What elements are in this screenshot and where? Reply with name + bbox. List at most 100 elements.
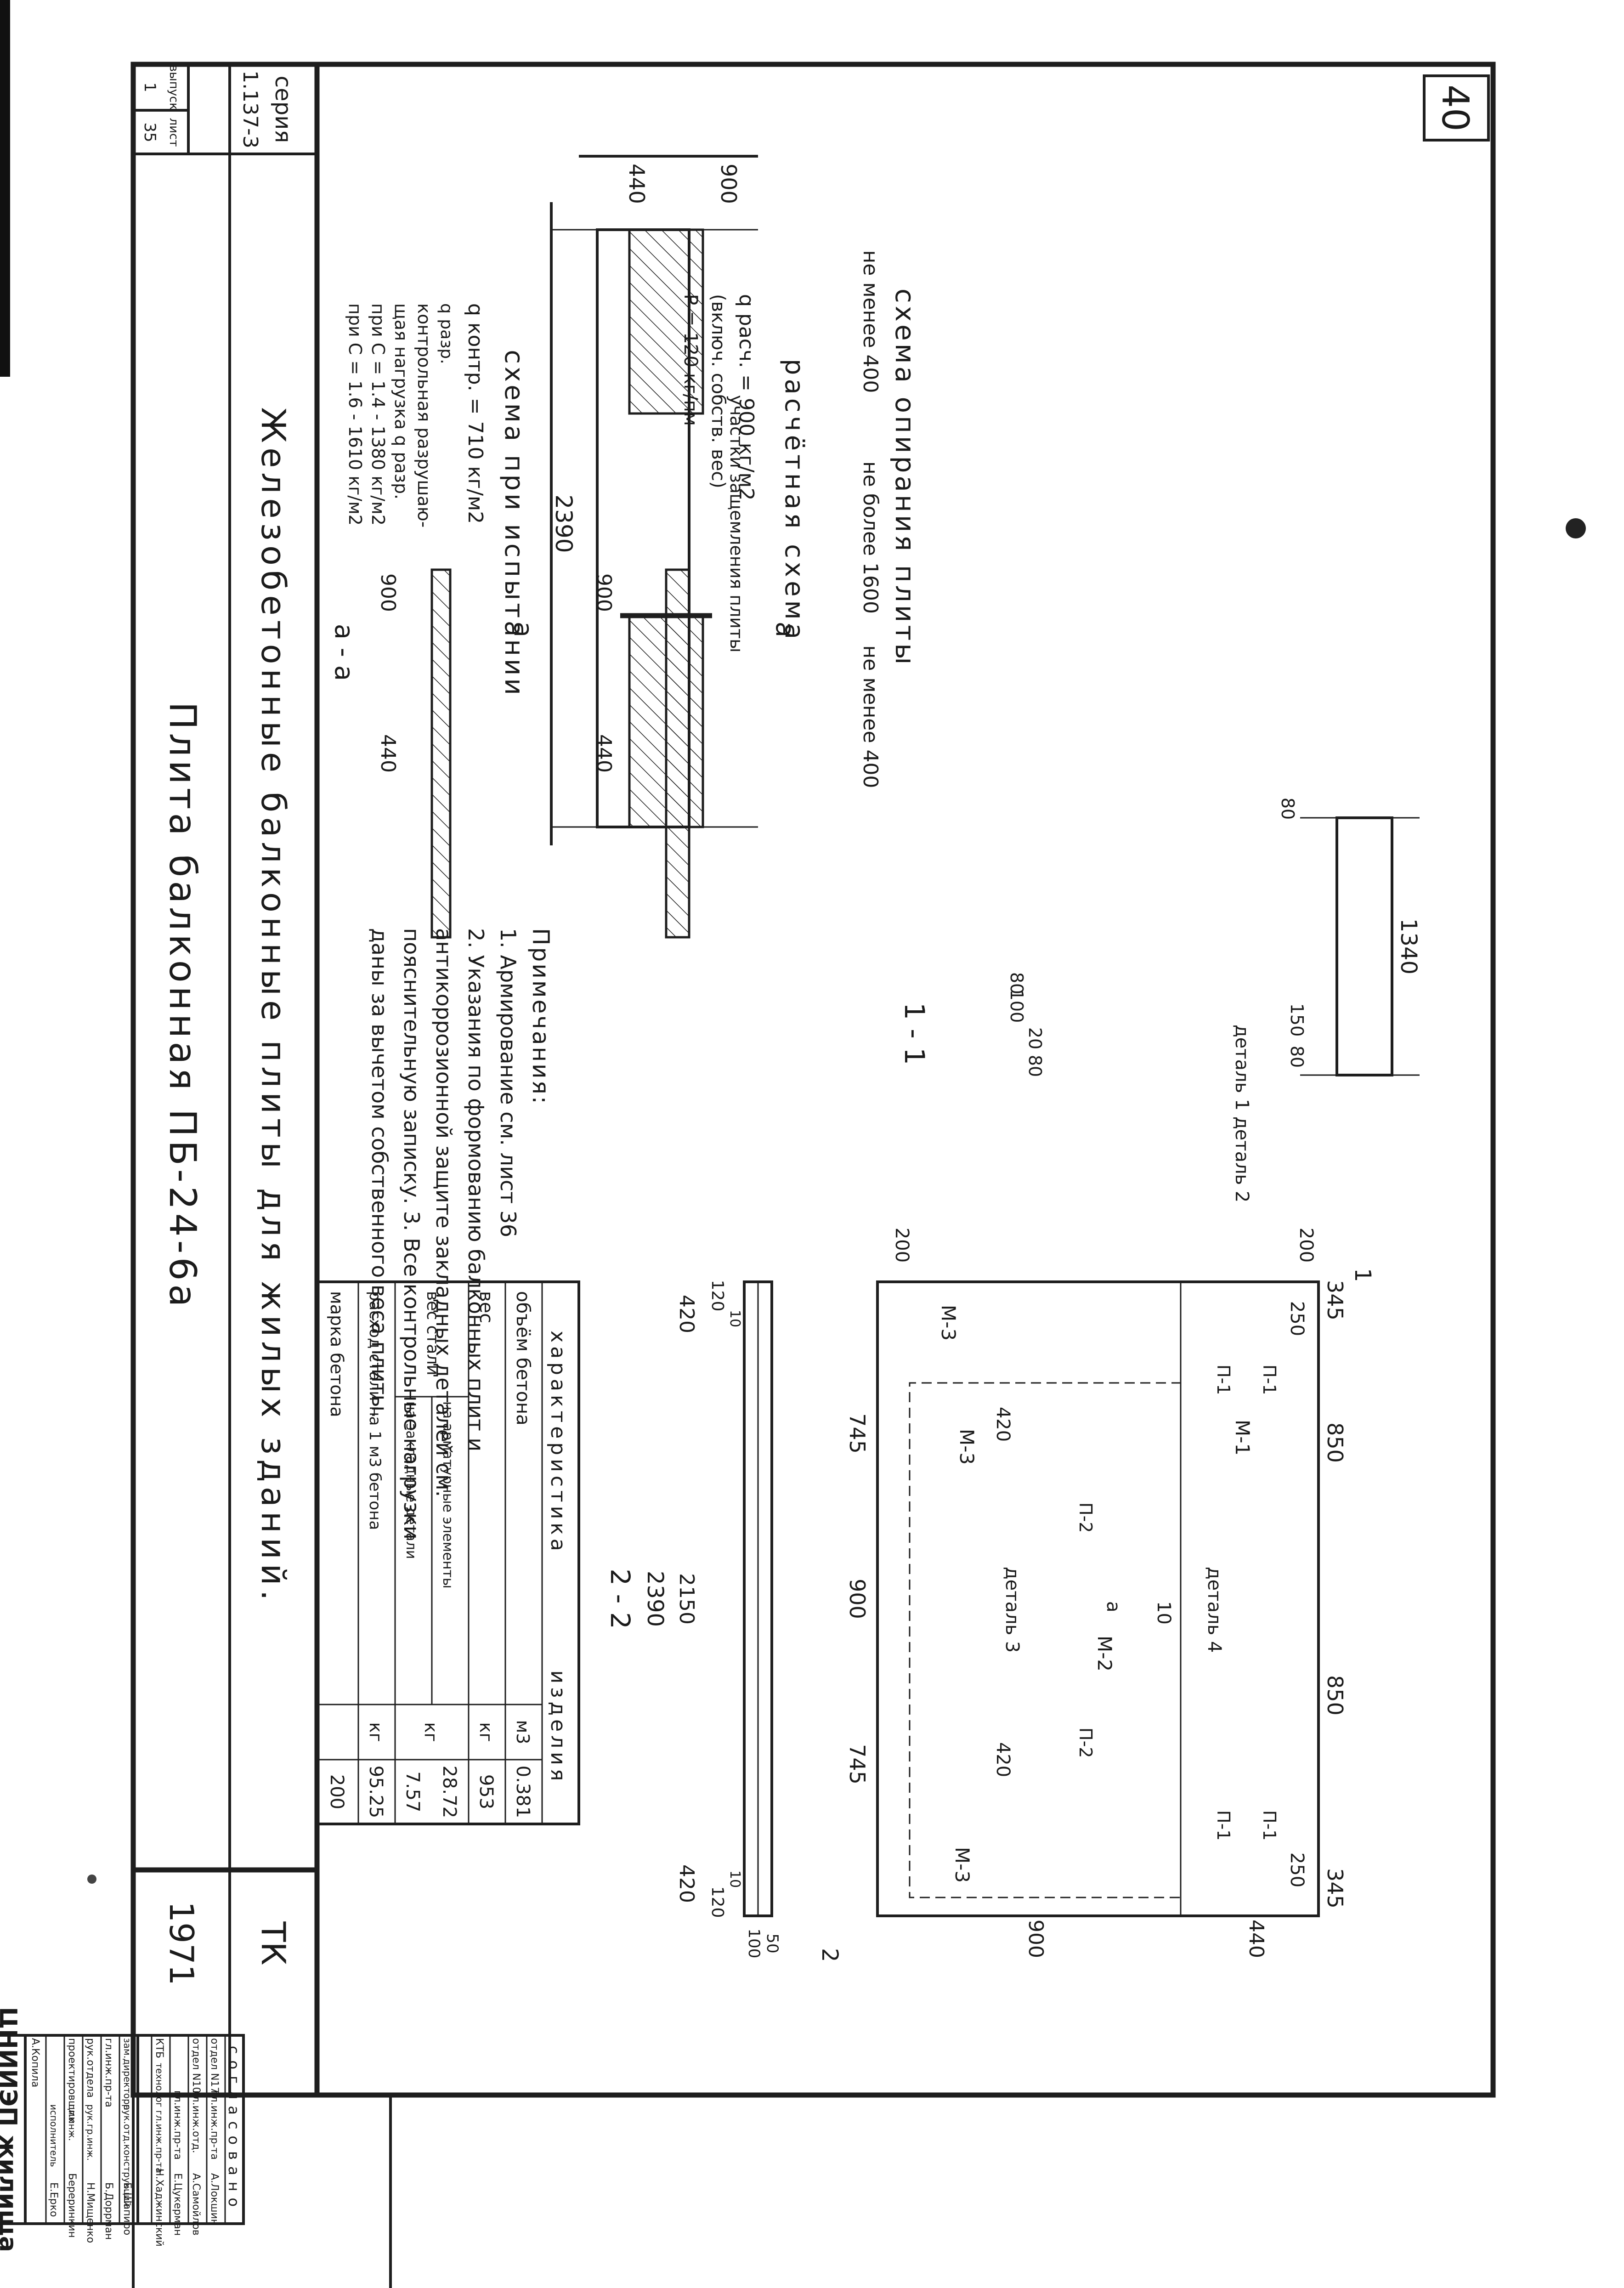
org-logo: ЦНИИЭП жилища [0,2007,22,2252]
test-scheme: схема при испытании q контр. = 710 кг/м2… [329,303,529,939]
table-row-2-value: 953 [475,1774,497,1809]
stamp-row-9-name: Е.Ерко [48,2182,59,2217]
notes: Примечания: 1. Армирование см. лист 36 2… [367,928,554,1540]
stamp-row-7-title: рук.гр.инж. [85,2104,96,2161]
section22-small-left: 10 [727,1310,743,1327]
test-dim-900: 900 [376,573,400,612]
support-mark-a2: а [508,622,538,637]
stamp-outer [132,2094,392,2288]
plan-sec2: 2 [817,1948,843,1962]
title-block: серия 1.137-3 выпуск 1 лист 35 Железобет… [133,64,320,2095]
section22-small-right: 10 [727,1870,743,1888]
plan-p1b: П-1 [1213,1365,1234,1395]
section11-dim-bottom-3: 20 [1025,1027,1045,1049]
plan-dim-top-2: 850 [1323,1422,1347,1463]
plan-dim-inner-2: 420 [992,1742,1013,1777]
section11-dim-bottom-4: 80 [1025,1055,1045,1077]
section11-slab [1335,816,1393,1076]
table-row-3-unit: кг [421,1722,441,1742]
table-row-5-name: расход стали на 1 м3 бетона [366,1291,384,1530]
title-sub: Плита балконная ПБ-24-6а [161,702,204,1311]
drawing-year: 1971 [162,1901,201,1985]
table-row: расход стали на 1 м3 бетона кг 95.25 [357,1282,386,1824]
stamp-row-7-role: рук.отдела [85,2038,96,2098]
outer-frame [130,62,1496,2098]
stamp-row: гл.инж.пр-та Е.Цукерман [169,2035,183,2236]
issue-value: 1 [141,82,159,92]
stamp-row-5-title: рук.отд.конструкций [122,2104,133,2207]
support-clamp-label: участки защемления плиты [726,395,747,652]
stamp-row: проектировщик гл.инж. Береринкин [63,2035,78,2238]
table-row-5-unit: кг [366,1722,386,1742]
issue-label: выпуск [167,65,181,110]
table-header-name: характеристика [546,1331,570,1555]
plan-outline [876,1280,1320,1917]
approval-stamp-block: согласовано отдел N17 гл.инж.пр-та А.Лок… [0,2007,245,2252]
plan-dim-top-3: 850 [1323,1675,1347,1716]
stamp-heading: согласовано [225,2046,243,2213]
plan-detail3: деталь 3 [1002,1567,1023,1653]
test-section: а - а [329,624,359,681]
support-note-right: не менее 400 [859,250,882,393]
plan-dim-left-bottom: 200 [891,1228,912,1263]
scan-edge-left [0,0,10,377]
plan-dim-left-top: 200 [1296,1228,1317,1263]
plan-dim-top-4: 345 [1323,1868,1347,1909]
sheet-label: лист [167,118,181,147]
stamp-row-9-title: исполнитель [48,2104,59,2167]
table-row-4-value: 7.57 [402,1771,423,1812]
stamp-row-8-title: гл.инж. [67,2104,78,2141]
stamp-row-2-title: гл.инж.отд. [190,2090,202,2153]
notes-item-5: даны за вычетом собственного веса плиты. [367,928,392,1418]
stamp-row: отдел N10 гл.инж.отд. А.Самойлов [187,2035,202,2236]
table-row-6-name: марка бетона [327,1291,347,1417]
notes-item-1: 1. Армирование см. лист 36 [496,928,521,1237]
stamp-row: КТБ технолог гл.инж.пр-та Н.Хаджинский [151,2035,165,2247]
support-scheme: схема опирания плиты не менее 400 не бол… [508,155,921,845]
stamp-row-2-role: отдел N10 [190,2038,202,2094]
table-row-1-name: объём бетона [512,1291,533,1426]
characteristics-table: характеристика изделия объём бетона м3 0… [316,1280,580,1825]
plan-p2b: П-2 [1075,1727,1096,1758]
plan-dim-right-bottom: 900 [1024,1920,1047,1958]
notes-item-4: пояснительную записку. 3. Все контрольны… [399,928,424,1540]
support-dim-length: 2390 [550,494,577,553]
plan-p1a: П-1 [1259,1365,1279,1395]
plan-m3b: М-3 [951,1847,973,1883]
section22-title: 2 - 2 [605,1569,636,1629]
calc-dim-440: 440 [592,734,616,773]
test-label-text2: щая нагрузка q разр. [391,303,411,499]
test-load: q контр. = 710 кг/м2 [464,303,487,524]
test-dim-440: 440 [376,734,400,773]
section22-right-dim-1: 50 [763,1933,781,1953]
plan-inner [909,1382,1182,1898]
plan-dim-bottom-2: 900 [845,1579,870,1619]
table-row: марка бетона 200 [326,1291,347,1809]
stamp-row: А.Копила [29,2038,41,2087]
section-1-1: 1340 80 150 80 80 100 20 80 деталь 1 дет… [898,798,1421,1203]
notes-item-2: 2. Указания по формованию балконных плит… [464,928,488,1451]
drawing-code: ТК [254,1921,293,1965]
table-row-3-name: вес стали [423,1291,442,1376]
support-title: схема опирания плиты [889,289,921,667]
table-row-3-sub: на арматурные элементы [440,1401,456,1589]
stamp-row: гл.инж.пр-та Б.Доррман [100,2035,114,2240]
test-c16: при C = 1.6 - 1610 кг/м2 [345,303,365,526]
plan-m3c: М-3 [956,1429,978,1465]
plan-detail4: деталь 4 [1204,1567,1225,1653]
stamp-row: рук.отдела рук.гр.инж. Н.Мищенко [82,2035,96,2243]
section11-detail2: деталь 2 [1231,1116,1252,1202]
stamp-row-3-title: гл.инж.пр-та [172,2090,183,2160]
plan-dim-bottom-1: 745 [845,1413,870,1454]
table-row-5-value: 95.25 [365,1766,386,1818]
section11-title: 1 - 1 [898,1002,930,1065]
stamp-row-8-role: проектировщик [66,2038,78,2123]
support-dim-b: 900 [716,164,741,204]
plan-dim-inner-1: 420 [992,1407,1013,1442]
support-dim-a: 440 [624,164,649,204]
stamp-row: отдел N17 гл.инж.пр-та А.Локшин [206,2035,220,2226]
section11-length: 1340 [1396,918,1421,974]
plan-dim-sub-2: 250 [1286,1852,1307,1887]
section11-dim-top-1: 80 [1287,1046,1307,1068]
section22-dim-inner: 2150 [675,1573,698,1625]
